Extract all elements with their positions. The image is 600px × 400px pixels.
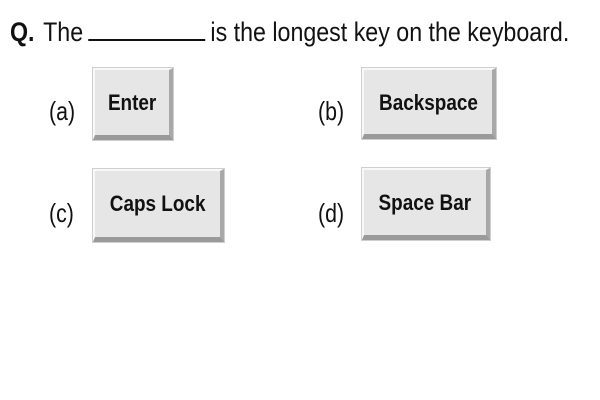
option-b-key-label: Backspace (378, 90, 478, 115)
option-b-tag: (b) (318, 96, 345, 126)
option-d-key-label: Space Bar (378, 190, 472, 215)
question-prefix: The (43, 17, 84, 47)
option-c-tag: (c) (49, 198, 74, 228)
option-d-tag: (d) (318, 198, 345, 228)
option-b-key-backspace[interactable]: Backspace (362, 68, 496, 139)
option-a-key-enter[interactable]: Enter (93, 68, 173, 140)
answer-blank (88, 15, 206, 41)
question-suffix: is the longest key on the keyboard. (210, 17, 570, 47)
question-label: Q. (10, 17, 35, 47)
option-a-key-label: Enter (107, 90, 157, 115)
question-text: Q. The is the longest key on the keyboar… (10, 14, 569, 50)
option-c-key-label: Caps Lock (109, 191, 206, 216)
option-c-key-caps-lock[interactable]: Caps Lock (93, 169, 224, 242)
option-d-key-space-bar[interactable]: Space Bar (362, 168, 490, 240)
option-a-tag: (a) (49, 96, 76, 126)
